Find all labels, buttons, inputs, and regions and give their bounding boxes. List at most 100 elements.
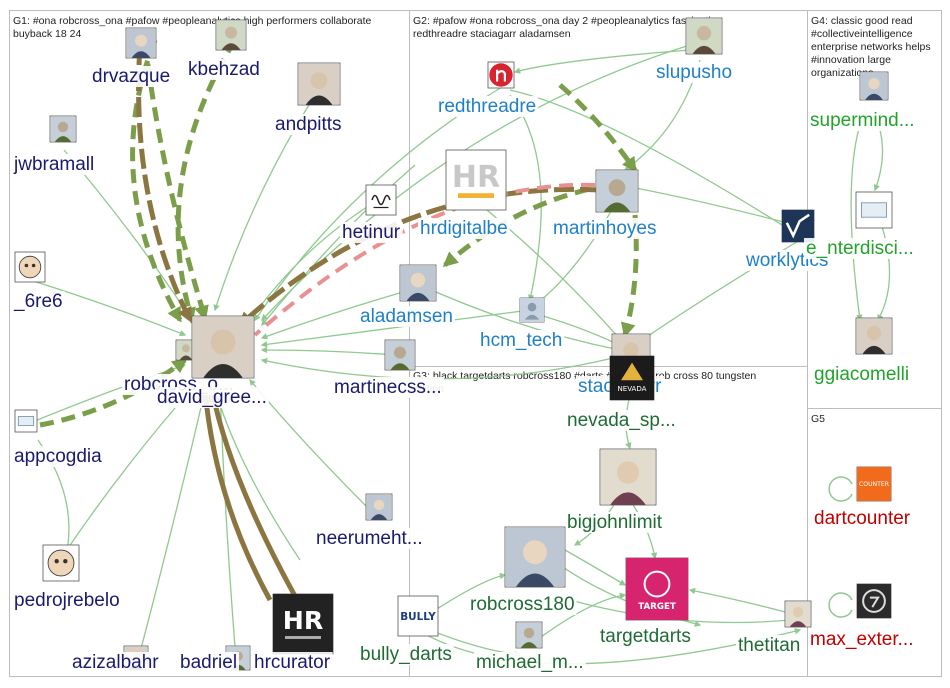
person-photo-icon xyxy=(599,448,657,506)
person-photo-icon xyxy=(855,317,893,355)
node-redthreadre[interactable]: redthreadre xyxy=(436,61,539,117)
bully-logo-icon: BULLY xyxy=(397,595,439,637)
group-title-g4: G4: classic good read#collectiveintellig… xyxy=(811,15,931,79)
edges xyxy=(24,38,891,665)
node-label: david_gree... xyxy=(157,387,267,408)
node-martinhoyes[interactable]: martinhoyes xyxy=(551,169,659,239)
label-background xyxy=(273,114,344,135)
redthread-logo-icon xyxy=(487,61,515,89)
node-hcm-tech[interactable]: hcm_tech xyxy=(478,297,565,351)
crowd-photo-icon xyxy=(859,71,889,101)
node-nevada-sp[interactable]: NEVADAnevada_sp... xyxy=(565,355,678,431)
node-appcogdia[interactable]: appcogdia xyxy=(12,409,105,467)
person-photo-icon xyxy=(504,526,566,588)
group-title-g1: G1: #ona robcross_ona #pafow #peopleanal… xyxy=(13,15,372,40)
label-background xyxy=(736,635,803,656)
hr-logo-icon: HR xyxy=(445,149,507,211)
person-photo-icon xyxy=(215,19,247,51)
edge xyxy=(513,49,691,74)
node-max-exter[interactable]: max_exter... xyxy=(808,583,916,650)
node-bully-darts[interactable]: BULLY bully_darts xyxy=(358,595,454,665)
person-photo-icon xyxy=(595,169,639,213)
node-label: bigjohnlimit xyxy=(567,512,663,533)
node--6re6[interactable]: _6re6 xyxy=(11,251,65,312)
edge xyxy=(509,94,542,302)
edge-heavy xyxy=(130,39,183,323)
logo-icon xyxy=(855,191,893,229)
node-label: neerumeht... xyxy=(316,528,423,549)
label-background xyxy=(11,154,97,175)
node-aladamsen[interactable]: aladamsen xyxy=(358,264,455,327)
target-logo-icon: TARGET xyxy=(625,557,689,621)
edge xyxy=(260,346,396,356)
label-background xyxy=(551,218,659,239)
node-slupusho[interactable]: slupusho xyxy=(654,17,735,83)
label-background xyxy=(12,446,105,467)
node-azizalbahr[interactable]: azizalbahr xyxy=(70,645,162,673)
edge xyxy=(29,279,187,337)
node-thetitan[interactable]: thetitan xyxy=(736,600,812,656)
person-photo-icon xyxy=(365,493,393,521)
node-bigjohnlimit[interactable]: bigjohnlimit xyxy=(565,448,665,533)
node-e-nterdisci[interactable]: e_nterdisci... xyxy=(804,191,916,259)
node-supermind[interactable]: supermind... xyxy=(808,71,917,131)
logo-icon xyxy=(14,409,38,433)
edge xyxy=(419,284,622,353)
edge-heavy xyxy=(442,182,611,267)
person-photo-icon xyxy=(384,339,416,371)
edge xyxy=(59,384,196,561)
node-neerumeht[interactable]: neerumeht... xyxy=(314,493,425,549)
node-drvazque[interactable]: drvazque xyxy=(90,27,173,87)
hr-curator-logo-icon: HR xyxy=(272,593,334,655)
node-andpitts[interactable]: andpitts xyxy=(273,62,344,135)
edge-heavy xyxy=(198,387,273,602)
node-label: bully_darts xyxy=(360,644,452,665)
node-label: jwbramall xyxy=(13,154,94,175)
node-robcross180[interactable]: robcross180 xyxy=(468,526,577,615)
label-background xyxy=(186,59,262,80)
node-label: dartcounter xyxy=(814,508,911,529)
label-background xyxy=(478,330,565,351)
edge xyxy=(260,289,411,340)
edge-heavy xyxy=(253,182,596,337)
node-label: badriel xyxy=(180,652,237,673)
node-badriel[interactable]: badriel xyxy=(178,645,251,673)
node-label: martinecss... xyxy=(334,377,442,398)
node-label: andpitts xyxy=(275,114,342,135)
cartoon-avatar-icon xyxy=(14,251,46,283)
node-martinecss[interactable]: martinecss... xyxy=(332,339,444,398)
label-background xyxy=(808,110,917,131)
label-background xyxy=(178,652,240,673)
node-label: drvazque xyxy=(92,66,170,87)
node-kbehzad[interactable]: kbehzad xyxy=(186,19,262,80)
edge xyxy=(137,388,207,661)
node-label: _6re6 xyxy=(13,291,63,312)
node-label: nevada_sp... xyxy=(567,410,676,431)
person-photo-icon xyxy=(399,264,437,302)
node-jwbramall[interactable]: jwbramall xyxy=(11,115,97,175)
node-david-gree[interactable]: david_gree... xyxy=(155,315,269,408)
group-box-g5 xyxy=(807,408,942,677)
node-label: appcogdia xyxy=(14,446,102,467)
max-logo-icon xyxy=(856,583,892,619)
person-photo-icon xyxy=(297,62,341,106)
node-robcross[interactable]: robcross_o... xyxy=(122,339,236,395)
node-label: kbehzad xyxy=(188,59,260,80)
edge xyxy=(213,388,301,561)
label-background xyxy=(812,364,912,385)
node-pedrojrebelo[interactable]: pedrojrebelo xyxy=(12,544,122,611)
node-label: ggiacomelli xyxy=(814,364,909,385)
svg-text:BULLY: BULLY xyxy=(400,611,436,623)
node-hetinur[interactable]: hetinur xyxy=(340,184,403,243)
label-background xyxy=(468,594,577,615)
node-label: thetitan xyxy=(738,635,800,656)
node-ggiacomelli[interactable]: ggiacomelli xyxy=(812,317,912,385)
person-photo-icon xyxy=(49,115,77,143)
node-michael-m[interactable]: michael_m... xyxy=(474,621,586,673)
label-background xyxy=(358,644,454,665)
person-photo-icon xyxy=(515,621,543,649)
